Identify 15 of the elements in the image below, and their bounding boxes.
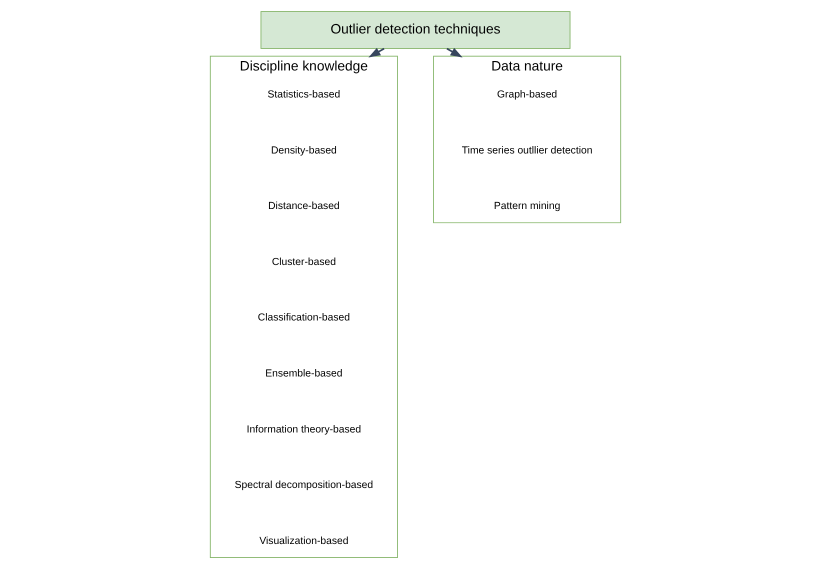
arrow: [446, 48, 462, 58]
node-text: Information theory-based: [246, 424, 361, 436]
node-text: Classification-based: [257, 312, 350, 324]
node-text: Density-based: [270, 145, 336, 156]
node-text: Time series outllier detection: [461, 145, 592, 156]
node-text: Distance-based: [268, 201, 340, 212]
node-text: Statistics-based: [267, 89, 340, 100]
node-text: Graph-based: [496, 89, 557, 100]
node-text: Spectral decomposition-based: [234, 480, 373, 492]
node-text: Visualization-based: [258, 536, 348, 547]
arrow: [368, 48, 384, 58]
node-box: Outlier detection techniques: [260, 11, 570, 49]
node-text: Pattern mining: [493, 201, 560, 212]
node-text: Cluster-based: [271, 256, 336, 268]
node-text: Ensemble-based: [264, 368, 342, 380]
